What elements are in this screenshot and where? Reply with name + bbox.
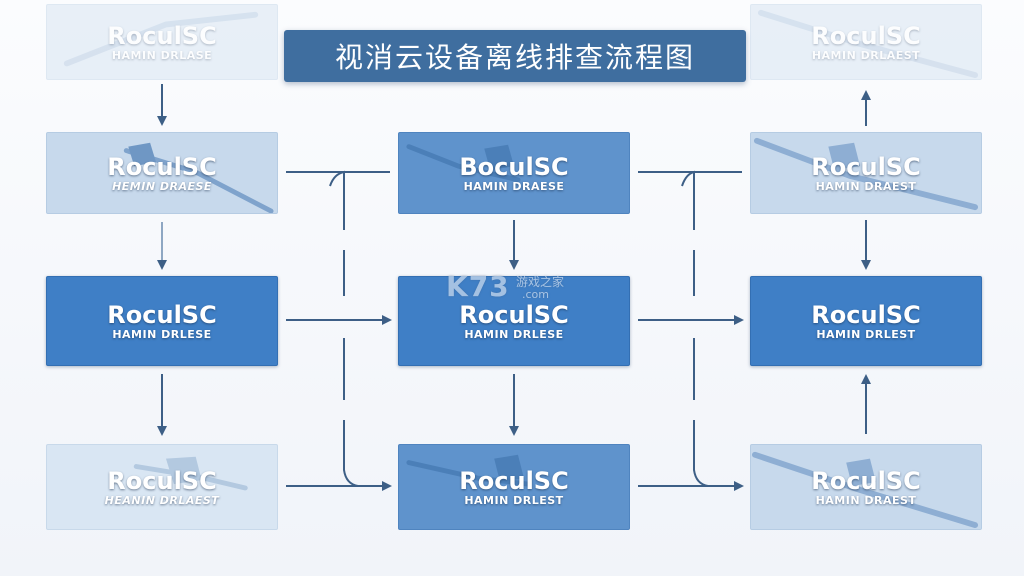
flow-node-r3c2: RoculSC HAMIN DRAEST	[750, 444, 982, 530]
title-banner: 视消云设备离线排查流程图	[284, 30, 746, 82]
flow-node-r1c0: RoculSC HEMIN DRAESE	[46, 132, 278, 214]
flow-node-r0c2: RoculSC HAMIN DRLAEST	[750, 4, 982, 80]
wrench-icon	[406, 454, 531, 487]
wrench-icon	[123, 142, 274, 213]
node-main-label: RoculSC	[459, 300, 569, 329]
node-main-label: RoculSC	[811, 152, 921, 181]
site-watermark: K73 游戏之家 .com	[446, 270, 586, 310]
node-sub-label: HAMIN DRAEST	[815, 179, 917, 193]
node-sub-label: HAMIN DRLAEST	[811, 48, 921, 62]
bus-left	[329, 170, 359, 487]
watermark-logo: K73	[446, 270, 510, 303]
watermark-site-name: 游戏之家	[516, 275, 565, 289]
node-main-label: RoculSC	[811, 466, 921, 495]
node-sub-label: HEANIN DRLAEST	[104, 493, 220, 507]
node-main-label: BoculSC	[459, 152, 569, 181]
flow-node-r2c0: RoculSC HAMIN DRLESE	[46, 276, 278, 366]
node-sub-label: HEMIN DRAESE	[112, 179, 212, 193]
flow-node-r1c1: BoculSC HAMIN DRAESE	[398, 132, 630, 214]
flow-node-r3c1: RoculSC HAMIN DRLEST	[398, 444, 630, 530]
node-main-label: RoculSC	[107, 300, 217, 329]
node-sub-label: HAMIN DRLEST	[464, 493, 564, 507]
watermark-domain: .com	[522, 288, 549, 301]
node-main-label: RoculSC	[811, 21, 921, 50]
node-main-label: RoculSC	[107, 21, 217, 50]
node-sub-label: HAMIN DRLEST	[816, 327, 916, 341]
flow-node-r0c0: RoculSC HAMIN DRLASE	[46, 4, 278, 80]
wrench-icon	[753, 137, 979, 211]
flow-node-r3c0: RoculSC HEANIN DRLAEST	[46, 444, 278, 530]
wrench-icon	[406, 144, 521, 183]
node-sub-label: HAMIN DRAEST	[815, 493, 917, 507]
node-sub-label: HAMIN DRLESE	[112, 327, 212, 341]
node-sub-label: HAMIN DRLESE	[464, 327, 564, 341]
flow-node-r1c2: RoculSC HAMIN DRAEST	[750, 132, 982, 214]
node-main-label: RoculSC	[107, 152, 217, 181]
flow-node-r2c2: RoculSC HAMIN DRLEST	[750, 276, 982, 366]
bus-right	[681, 170, 709, 487]
wrench-icon	[133, 456, 248, 491]
node-sub-label: HAMIN DRAESE	[463, 179, 565, 193]
wrench-icon	[757, 9, 979, 79]
node-main-label: RoculSC	[811, 300, 921, 329]
wrench-icon	[751, 451, 979, 529]
flow-node-r2c1: RoculSC HAMIN DRLESE	[398, 276, 630, 366]
wrench-icon	[63, 11, 259, 67]
node-main-label: RoculSC	[459, 466, 569, 495]
node-sub-label: HAMIN DRLASE	[111, 48, 213, 62]
node-main-label: RoculSC	[107, 466, 217, 495]
diagram-title: 视消云设备离线排查流程图	[334, 41, 695, 74]
